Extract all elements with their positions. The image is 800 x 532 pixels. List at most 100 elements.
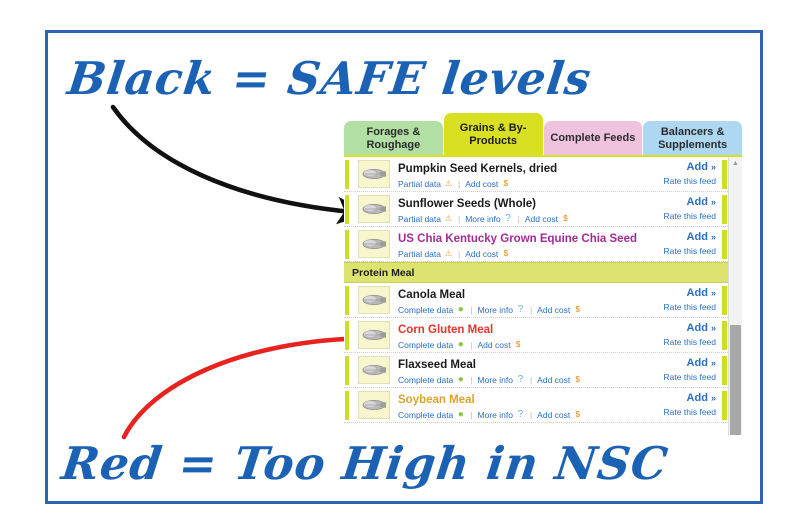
tab-complete-feeds[interactable]: Complete Feeds	[543, 121, 643, 156]
more-info-link[interactable]: More info	[465, 213, 501, 224]
feed-name[interactable]: US Chia Kentucky Grown Equine Chia Seed	[398, 232, 637, 245]
tab-label: Complete Feeds	[550, 132, 636, 145]
add-label: Add	[686, 322, 708, 334]
tab-forages-roughage[interactable]: Forages & Roughage	[344, 121, 443, 156]
add-cost-link[interactable]: Add cost	[537, 304, 571, 315]
meta-separator: |	[470, 374, 473, 385]
add-cost-link[interactable]: Add cost	[465, 178, 499, 189]
add-cost-link[interactable]: Add cost	[465, 248, 499, 259]
scrollbar-thumb[interactable]	[730, 325, 741, 435]
add-feed-button[interactable]: Add »	[624, 392, 716, 405]
feed-row-actions: Add » Rate this feed	[624, 161, 728, 187]
add-label: Add	[686, 357, 708, 369]
add-cost-link[interactable]: Add cost	[537, 374, 571, 385]
partial-data-link[interactable]: Partial data	[398, 248, 441, 259]
feed-name[interactable]: Flaxseed Meal	[398, 358, 476, 371]
rate-this-feed-link[interactable]: Rate this feed	[663, 407, 716, 417]
add-cost-link[interactable]: Add cost	[537, 409, 571, 420]
ok-status-icon: ●	[457, 339, 464, 350]
feed-name[interactable]: Sunflower Seeds (Whole)	[398, 197, 537, 210]
add-cost-link[interactable]: Add cost	[524, 213, 558, 224]
add-feed-button[interactable]: Add »	[624, 231, 716, 244]
rate-this-feed-link[interactable]: Rate this feed	[663, 372, 716, 382]
feed-thumbnail	[358, 230, 390, 258]
cost-icon: $	[503, 249, 509, 258]
feed-name[interactable]: Pumpkin Seed Kernels, dried	[398, 162, 558, 175]
feed-row[interactable]: Sunflower Seeds (Whole) Partial data⚠|Mor…	[344, 192, 728, 227]
rate-this-feed-link[interactable]: Rate this feed	[663, 302, 716, 312]
row-right-accent	[722, 160, 727, 189]
feed-group-header: Protein Meal	[344, 262, 728, 283]
vertical-scrollbar[interactable]: ▲	[728, 157, 742, 435]
partial-data-link[interactable]: Partial data	[398, 213, 441, 224]
tab-grains-byproducts[interactable]: Grains & By-Products	[443, 113, 543, 156]
feed-thumbnail-icon	[362, 400, 386, 410]
add-feed-button[interactable]: Add »	[624, 161, 716, 174]
complete-data-link[interactable]: Complete data	[398, 374, 454, 385]
rate-this-feed-link[interactable]: Rate this feed	[663, 211, 716, 221]
chevron-right-icon: »	[710, 358, 716, 368]
cost-icon: $	[503, 179, 509, 188]
feed-thumbnail-icon	[362, 169, 386, 179]
feed-row-actions: Add » Rate this feed	[624, 196, 728, 222]
add-feed-button[interactable]: Add »	[624, 196, 716, 209]
feed-thumbnail	[358, 195, 390, 223]
feed-selector-widget: Forages & Roughage Grains & By-Products …	[344, 113, 742, 435]
row-left-accent	[345, 160, 349, 189]
complete-data-link[interactable]: Complete data	[398, 409, 454, 420]
row-right-accent	[722, 356, 727, 385]
tab-label: Grains & By-Products	[459, 121, 527, 147]
chevron-right-icon: »	[710, 393, 716, 403]
more-info-link[interactable]: More info	[477, 304, 513, 315]
complete-data-link[interactable]: Complete data	[398, 304, 454, 315]
row-left-accent	[345, 286, 349, 315]
tab-bar: Forages & Roughage Grains & By-Products …	[344, 113, 742, 156]
rate-this-feed-link[interactable]: Rate this feed	[663, 176, 716, 186]
cost-icon: $	[575, 375, 580, 384]
rate-this-feed-link[interactable]: Rate this feed	[663, 246, 716, 256]
meta-separator: |	[470, 304, 473, 315]
add-cost-link[interactable]: Add cost	[477, 339, 511, 350]
complete-data-link[interactable]: Complete data	[398, 339, 454, 350]
feed-row-actions: Add » Rate this feed	[624, 357, 728, 383]
feed-name[interactable]: Corn Gluten Meal	[398, 323, 494, 336]
add-feed-button[interactable]: Add »	[624, 322, 716, 335]
ok-status-icon: ●	[457, 409, 464, 420]
add-feed-button[interactable]: Add »	[624, 287, 716, 300]
annotation-red-nsc: Red = Too High in NSC	[58, 437, 672, 490]
rate-this-feed-link[interactable]: Rate this feed	[663, 337, 716, 347]
chevron-right-icon: »	[710, 232, 716, 242]
cost-icon: $	[575, 410, 580, 419]
more-info-link[interactable]: More info	[477, 409, 513, 420]
feed-thumbnail-icon	[362, 204, 386, 214]
add-label: Add	[686, 196, 708, 208]
feed-name[interactable]: Canola Meal	[398, 288, 466, 301]
tab-balancers-supplements[interactable]: Balancers & Supplements	[643, 121, 742, 156]
feed-meta-links: Partial data⚠|More info?|Add cost$	[398, 213, 624, 225]
add-feed-button[interactable]: Add »	[624, 357, 716, 370]
feed-name[interactable]: Soybean Meal	[398, 393, 475, 406]
row-left-accent	[345, 356, 349, 385]
feed-thumbnail-icon	[362, 330, 386, 340]
info-icon: ?	[517, 374, 524, 385]
row-right-accent	[722, 286, 727, 315]
chevron-right-icon: »	[710, 197, 716, 207]
feed-meta-links: Partial data⚠|Add cost$	[398, 178, 624, 190]
scroll-up-arrow-icon[interactable]: ▲	[729, 157, 742, 169]
partial-data-link[interactable]: Partial data	[398, 178, 441, 189]
more-info-link[interactable]: More info	[477, 374, 513, 385]
info-icon: ?	[517, 304, 524, 315]
tab-label: Forages & Roughage	[366, 125, 421, 151]
feed-thumbnail	[358, 160, 390, 188]
cost-icon: $	[575, 305, 580, 314]
warning-icon: ⚠	[444, 179, 453, 188]
